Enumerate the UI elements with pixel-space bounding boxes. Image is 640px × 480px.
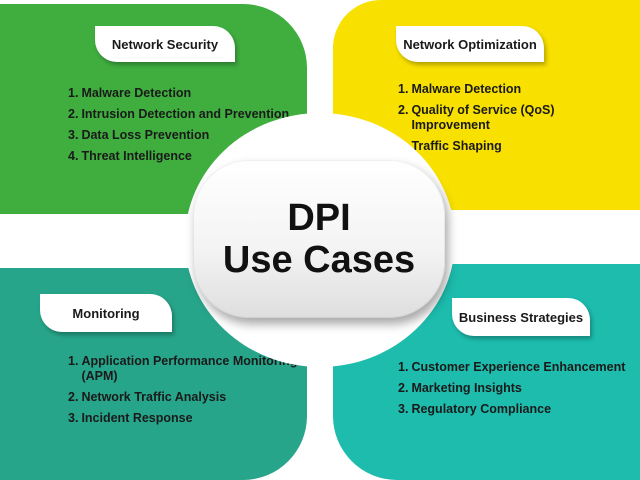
item-text: Incident Response bbox=[81, 411, 193, 425]
list-item: 2.Marketing Insights bbox=[398, 381, 636, 396]
item-text: Application Performance Monitoring (APM) bbox=[81, 354, 298, 383]
network-security-list: 1.Malware Detection 2.Intrusion Detectio… bbox=[68, 86, 298, 170]
item-number: 1. bbox=[398, 82, 409, 96]
center-title-card: DPI Use Cases bbox=[193, 160, 445, 318]
list-item: 3.Data Loss Prevention bbox=[68, 128, 298, 143]
business-strategies-title: Business Strategies bbox=[452, 298, 590, 336]
list-item: 1.Malware Detection bbox=[398, 82, 636, 97]
item-number: 2. bbox=[68, 107, 79, 121]
item-text: Network Traffic Analysis bbox=[81, 390, 227, 404]
item-number: 1. bbox=[68, 86, 79, 100]
item-text: Intrusion Detection and Prevention bbox=[81, 107, 290, 121]
list-item: 2.Quality of Service (QoS) Improvement bbox=[398, 103, 636, 133]
network-optimization-title: Network Optimization bbox=[396, 26, 544, 62]
item-number: 2. bbox=[68, 390, 79, 404]
center-title-line-2: Use Cases bbox=[222, 239, 416, 281]
list-item: 3.Incident Response bbox=[68, 411, 306, 426]
network-security-title: Network Security bbox=[95, 26, 235, 62]
list-item: 1.Customer Experience Enhancement bbox=[398, 360, 636, 375]
item-text: Threat Intelligence bbox=[81, 149, 192, 163]
item-text: Marketing Insights bbox=[411, 381, 522, 395]
list-item: 1.Malware Detection bbox=[68, 86, 298, 101]
list-item: 3.Regulatory Compliance bbox=[398, 402, 636, 417]
item-number: 3. bbox=[68, 128, 79, 142]
item-number: 3. bbox=[398, 402, 409, 416]
list-item: 4.Threat Intelligence bbox=[68, 149, 298, 164]
business-strategies-list: 1.Customer Experience Enhancement 2.Mark… bbox=[398, 360, 636, 423]
list-item: 1.Application Performance Monitoring (AP… bbox=[68, 354, 306, 384]
item-text: Regulatory Compliance bbox=[411, 402, 552, 416]
monitoring-list: 1.Application Performance Monitoring (AP… bbox=[68, 354, 306, 432]
item-number: 2. bbox=[398, 103, 409, 117]
item-number: 1. bbox=[68, 354, 79, 368]
item-number: 1. bbox=[398, 360, 409, 374]
item-text: Customer Experience Enhancement bbox=[411, 360, 626, 374]
item-text: Quality of Service (QoS) Improvement bbox=[411, 103, 555, 132]
list-item: 2.Network Traffic Analysis bbox=[68, 390, 306, 405]
item-text: Malware Detection bbox=[81, 86, 192, 100]
item-number: 4. bbox=[68, 149, 79, 163]
item-text: Traffic Shaping bbox=[411, 139, 502, 153]
list-item: 3.Traffic Shaping bbox=[398, 139, 636, 154]
center-title-line-1: DPI bbox=[287, 197, 351, 239]
item-text: Malware Detection bbox=[411, 82, 522, 96]
item-number: 3. bbox=[68, 411, 79, 425]
item-text: Data Loss Prevention bbox=[81, 128, 210, 142]
monitoring-title: Monitoring bbox=[40, 294, 172, 332]
item-number: 2. bbox=[398, 381, 409, 395]
network-optimization-list: 1.Malware Detection 2.Quality of Service… bbox=[398, 82, 636, 160]
list-item: 2.Intrusion Detection and Prevention bbox=[68, 107, 298, 122]
